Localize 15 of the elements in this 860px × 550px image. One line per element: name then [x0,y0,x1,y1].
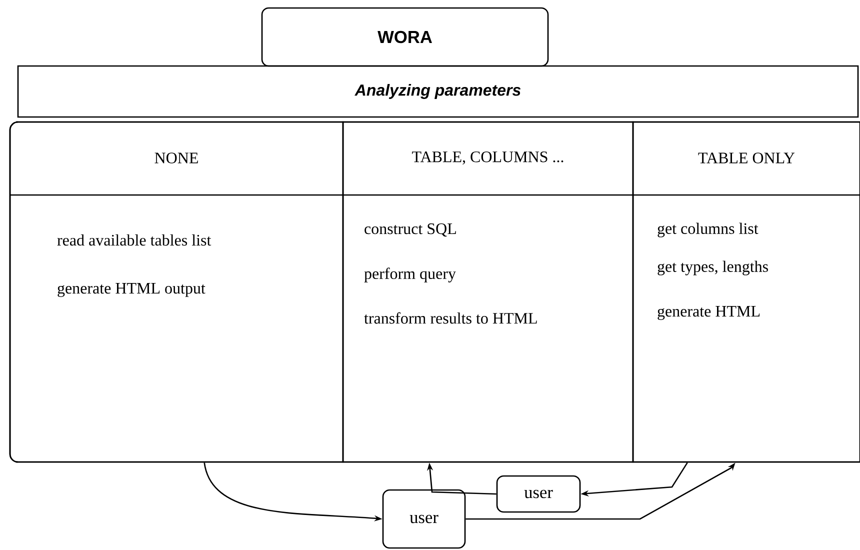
column-header: TABLE ONLY [698,152,795,164]
step-text: get columns list [658,222,758,238]
title-box: WORA [261,7,549,67]
column-header: TABLE, COLUMNS ... [412,151,564,165]
step-text: construct SQL [364,223,456,237]
user-box: user [382,489,466,549]
user-box: user [496,475,581,513]
step-text: get types, lengths [658,260,768,276]
step-text: perform query [364,268,456,282]
step-text: generate HTML output [58,283,206,297]
step-text: transform results to HTML [364,312,537,324]
heading-band: Analyzing parameters [17,65,859,118]
step-text: read available tables list [57,234,212,246]
column-header: NONE [154,152,198,164]
step-text: generate HTML [658,306,760,320]
